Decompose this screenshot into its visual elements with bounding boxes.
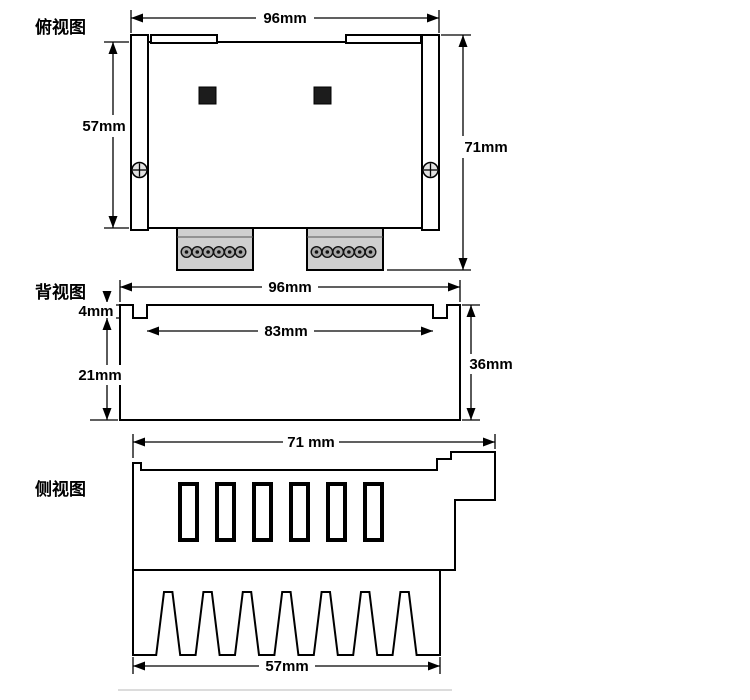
back-notch-depth-dimension: 4mm — [76, 291, 120, 320]
back-notch-depth-value: 4mm — [78, 303, 113, 320]
label-mask — [460, 136, 512, 158]
top-tab-left — [150, 34, 218, 44]
vent-slots — [178, 482, 384, 542]
label-mask — [80, 115, 128, 137]
terminal-block-left — [176, 227, 254, 271]
left-mounting-flange — [130, 34, 149, 231]
driver-body — [147, 41, 423, 229]
back-view: 背视图 96mm 4mm 83mm — [35, 277, 516, 421]
heatsink-fins — [132, 569, 441, 656]
top-body-height-value: 57mm — [82, 118, 125, 135]
terminal-screws — [310, 245, 377, 258]
terminal-screws — [180, 245, 247, 258]
back-lower-height-value: 21mm — [78, 367, 121, 384]
back-inner-width-value: 83mm — [264, 323, 307, 340]
side-top-width-dimension: 71 mm — [132, 432, 496, 458]
side-bottom-width-value: 57mm — [265, 658, 308, 675]
back-width-value: 96mm — [268, 279, 311, 296]
top-body-height-dimension: 57mm — [80, 41, 129, 229]
vent-slot — [252, 482, 273, 542]
label-mask — [256, 8, 314, 28]
left-flange-screw — [131, 161, 148, 179]
label-mask — [258, 321, 314, 341]
right-mounting-flange — [421, 34, 440, 231]
label-mask — [76, 365, 126, 385]
back-height-value: 36mm — [469, 356, 512, 373]
side-view-label: 侧视图 — [35, 479, 86, 499]
label-mask — [76, 302, 116, 320]
side-view: 侧视图 71 mm 57mm — [35, 432, 496, 691]
top-width-value: 96mm — [263, 10, 306, 27]
right-flange-screw — [422, 161, 439, 179]
body-screw-right — [313, 86, 332, 105]
body-screw-left — [198, 86, 217, 105]
top-width-dimension: 96mm — [130, 8, 440, 33]
side-top-width-value: 71 mm — [287, 434, 335, 451]
vent-slot — [289, 482, 310, 542]
label-mask — [259, 656, 315, 676]
terminal-block-right — [306, 227, 384, 271]
vent-slot — [326, 482, 347, 542]
top-total-height-dimension: 71mm — [387, 34, 512, 271]
back-lower-height-dimension: 21mm — [76, 318, 126, 421]
side-bottom-width-dimension: 57mm — [132, 656, 441, 676]
top-tab-right — [345, 34, 422, 44]
top-view-label: 俯视图 — [35, 17, 86, 37]
vent-slot — [178, 482, 199, 542]
label-mask — [283, 432, 339, 452]
back-width-dimension: 96mm — [119, 277, 461, 302]
back-inner-width-dimension: 83mm — [147, 321, 433, 341]
label-mask — [466, 354, 516, 374]
back-height-dimension: 36mm — [462, 304, 516, 421]
top-view: 俯视图 96mm — [35, 8, 512, 271]
back-view-label: 背视图 — [35, 282, 86, 302]
vent-slot — [215, 482, 236, 542]
top-total-height-value: 71mm — [464, 139, 507, 156]
label-mask — [262, 277, 318, 297]
vent-slot — [363, 482, 384, 542]
